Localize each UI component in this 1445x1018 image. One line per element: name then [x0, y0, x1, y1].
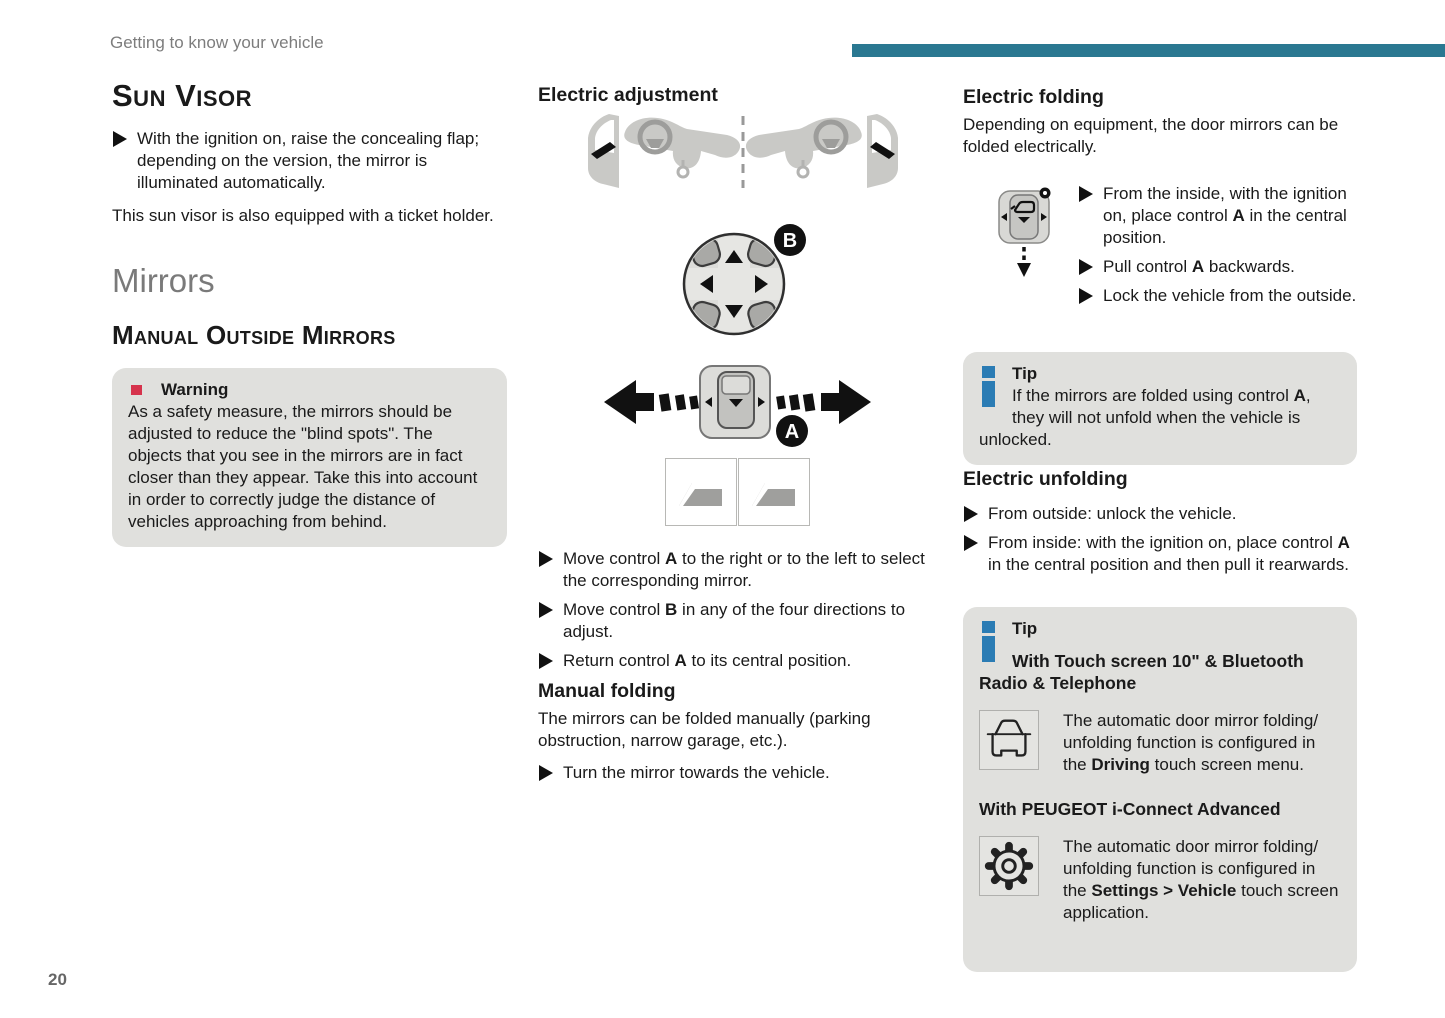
bullet-arrow-icon	[539, 653, 553, 669]
left-hand-drive-half	[588, 114, 740, 188]
settings-menu-row: The automatic door mirror folding/ unfol…	[979, 836, 1341, 924]
adjustment-steps: Move control A to the right or to the le…	[538, 548, 940, 679]
list-item: Return control A to its central position…	[538, 650, 940, 672]
list-item-text: With the ignition on, raise the conceali…	[137, 129, 480, 192]
list-item: From inside: with the ignition on, place…	[963, 532, 1363, 576]
arrow-left-icon	[700, 275, 713, 293]
car-front-icon	[979, 710, 1039, 770]
section-title-manual-folding: Manual folding	[538, 680, 676, 702]
bullet-arrow-icon	[1079, 186, 1093, 202]
label-badge-a	[776, 415, 808, 447]
control-b-label: B	[783, 230, 797, 252]
mirror-fold-control-icon	[998, 187, 1051, 277]
bullet-arrow-icon	[1079, 259, 1093, 275]
mirror-adjust-pad-b: B	[682, 224, 806, 336]
manual-folding-paragraph: The mirrors can be folded manually (park…	[538, 709, 871, 750]
list-item: From outside: unlock the vehicle.	[963, 503, 1363, 525]
list-item: Turn the mirror towards the vehicle.	[538, 762, 940, 784]
mirror-window-icons	[665, 458, 810, 526]
header-accent-bar	[852, 44, 1445, 57]
mirror-select-control-a: A	[604, 365, 871, 447]
big-arrow-left-icon	[604, 380, 654, 424]
running-header: Getting to know your vehicle	[110, 33, 324, 52]
driving-menu-text: The automatic door mirror folding/ unfol…	[1063, 711, 1319, 774]
section-title-sun-visor: Sun Visor	[112, 78, 253, 113]
bullet-arrow-icon	[1079, 288, 1093, 304]
section-title-electric-folding: Electric folding	[963, 86, 1104, 108]
settings-menu-text: The automatic door mirror folding/ unfol…	[1063, 837, 1339, 922]
bullet-arrow-icon	[113, 131, 127, 147]
arrow-up-icon	[725, 250, 743, 263]
knob-down-arrow-icon	[729, 399, 743, 407]
warning-box: Warning As a safety measure, the mirrors…	[112, 368, 507, 547]
pull-down-arrow-icon	[1017, 263, 1031, 277]
tip-title: Tip	[1012, 364, 1038, 383]
list-item: Move control B in any of the four direct…	[538, 599, 940, 643]
warning-text: As a safety measure, the mirrors should …	[128, 402, 478, 531]
electric-folding-steps: From the inside, with the ignition on, p…	[1078, 183, 1360, 314]
knob-left-arrow-icon	[705, 397, 712, 407]
car-interior-mirrors-illustration	[583, 112, 903, 192]
list-item: Pull control A backwards.	[1078, 256, 1360, 278]
tip-subtitle-touchscreen: With Touch screen 10" & Bluetooth Radio …	[979, 651, 1304, 693]
list-item: Lock the vehicle from the outside.	[1078, 285, 1360, 307]
sun-visor-paragraph: This sun visor is also equipped with a t…	[112, 206, 494, 225]
knob-right-arrow-icon	[758, 397, 765, 407]
list-item: From the inside, with the ignition on, p…	[1078, 183, 1360, 249]
list-item: With the ignition on, raise the conceali…	[112, 128, 509, 194]
driving-menu-row: The automatic door mirror folding/ unfol…	[979, 710, 1341, 776]
bullet-arrow-icon	[964, 535, 978, 551]
bullet-arrow-icon	[539, 765, 553, 781]
window-left-icon	[665, 458, 737, 526]
bullet-arrow-icon	[964, 506, 978, 522]
tip-box-2: Tip With Touch screen 10" & Bluetooth Ra…	[963, 607, 1357, 972]
bullet-arrow-icon	[539, 602, 553, 618]
bullet-arrow-icon	[539, 551, 553, 567]
electric-folding-paragraph: Depending on equipment, the door mirrors…	[963, 115, 1339, 156]
page-number: 20	[48, 970, 67, 989]
section-title-electric-unfolding: Electric unfolding	[963, 468, 1128, 490]
section-title-manual-outside-mirrors: Manual Outside Mirrors	[112, 320, 396, 350]
list-item: Move control A to the right or to the le…	[538, 548, 940, 592]
info-icon	[982, 621, 996, 662]
control-a-label: A	[785, 421, 799, 443]
info-icon	[982, 366, 996, 407]
gear-icon	[979, 836, 1039, 896]
arrow-down-icon	[725, 305, 743, 318]
manual-folding-step: Turn the mirror towards the vehicle.	[538, 762, 940, 791]
electric-unfolding-steps: From outside: unlock the vehicle. From i…	[963, 503, 1363, 583]
arrow-right-icon	[755, 275, 768, 293]
tip-subtitle-iconnect: With PEUGEOT i-Connect Advanced	[979, 799, 1281, 819]
warning-title: Warning	[161, 380, 229, 399]
section-title-electric-adjustment: Electric adjustment	[538, 84, 718, 106]
right-hand-drive-half	[746, 114, 898, 188]
tip-box-1: Tip If the mirrors are folded using cont…	[963, 352, 1357, 465]
window-right-icon	[738, 458, 810, 526]
label-badge-b	[774, 224, 806, 256]
warning-icon	[130, 381, 145, 395]
big-arrow-right-icon	[821, 380, 871, 424]
chapter-title-mirrors: Mirrors	[112, 262, 215, 299]
tip-title: Tip	[1012, 619, 1038, 638]
sun-visor-instruction: With the ignition on, raise the conceali…	[112, 128, 509, 201]
